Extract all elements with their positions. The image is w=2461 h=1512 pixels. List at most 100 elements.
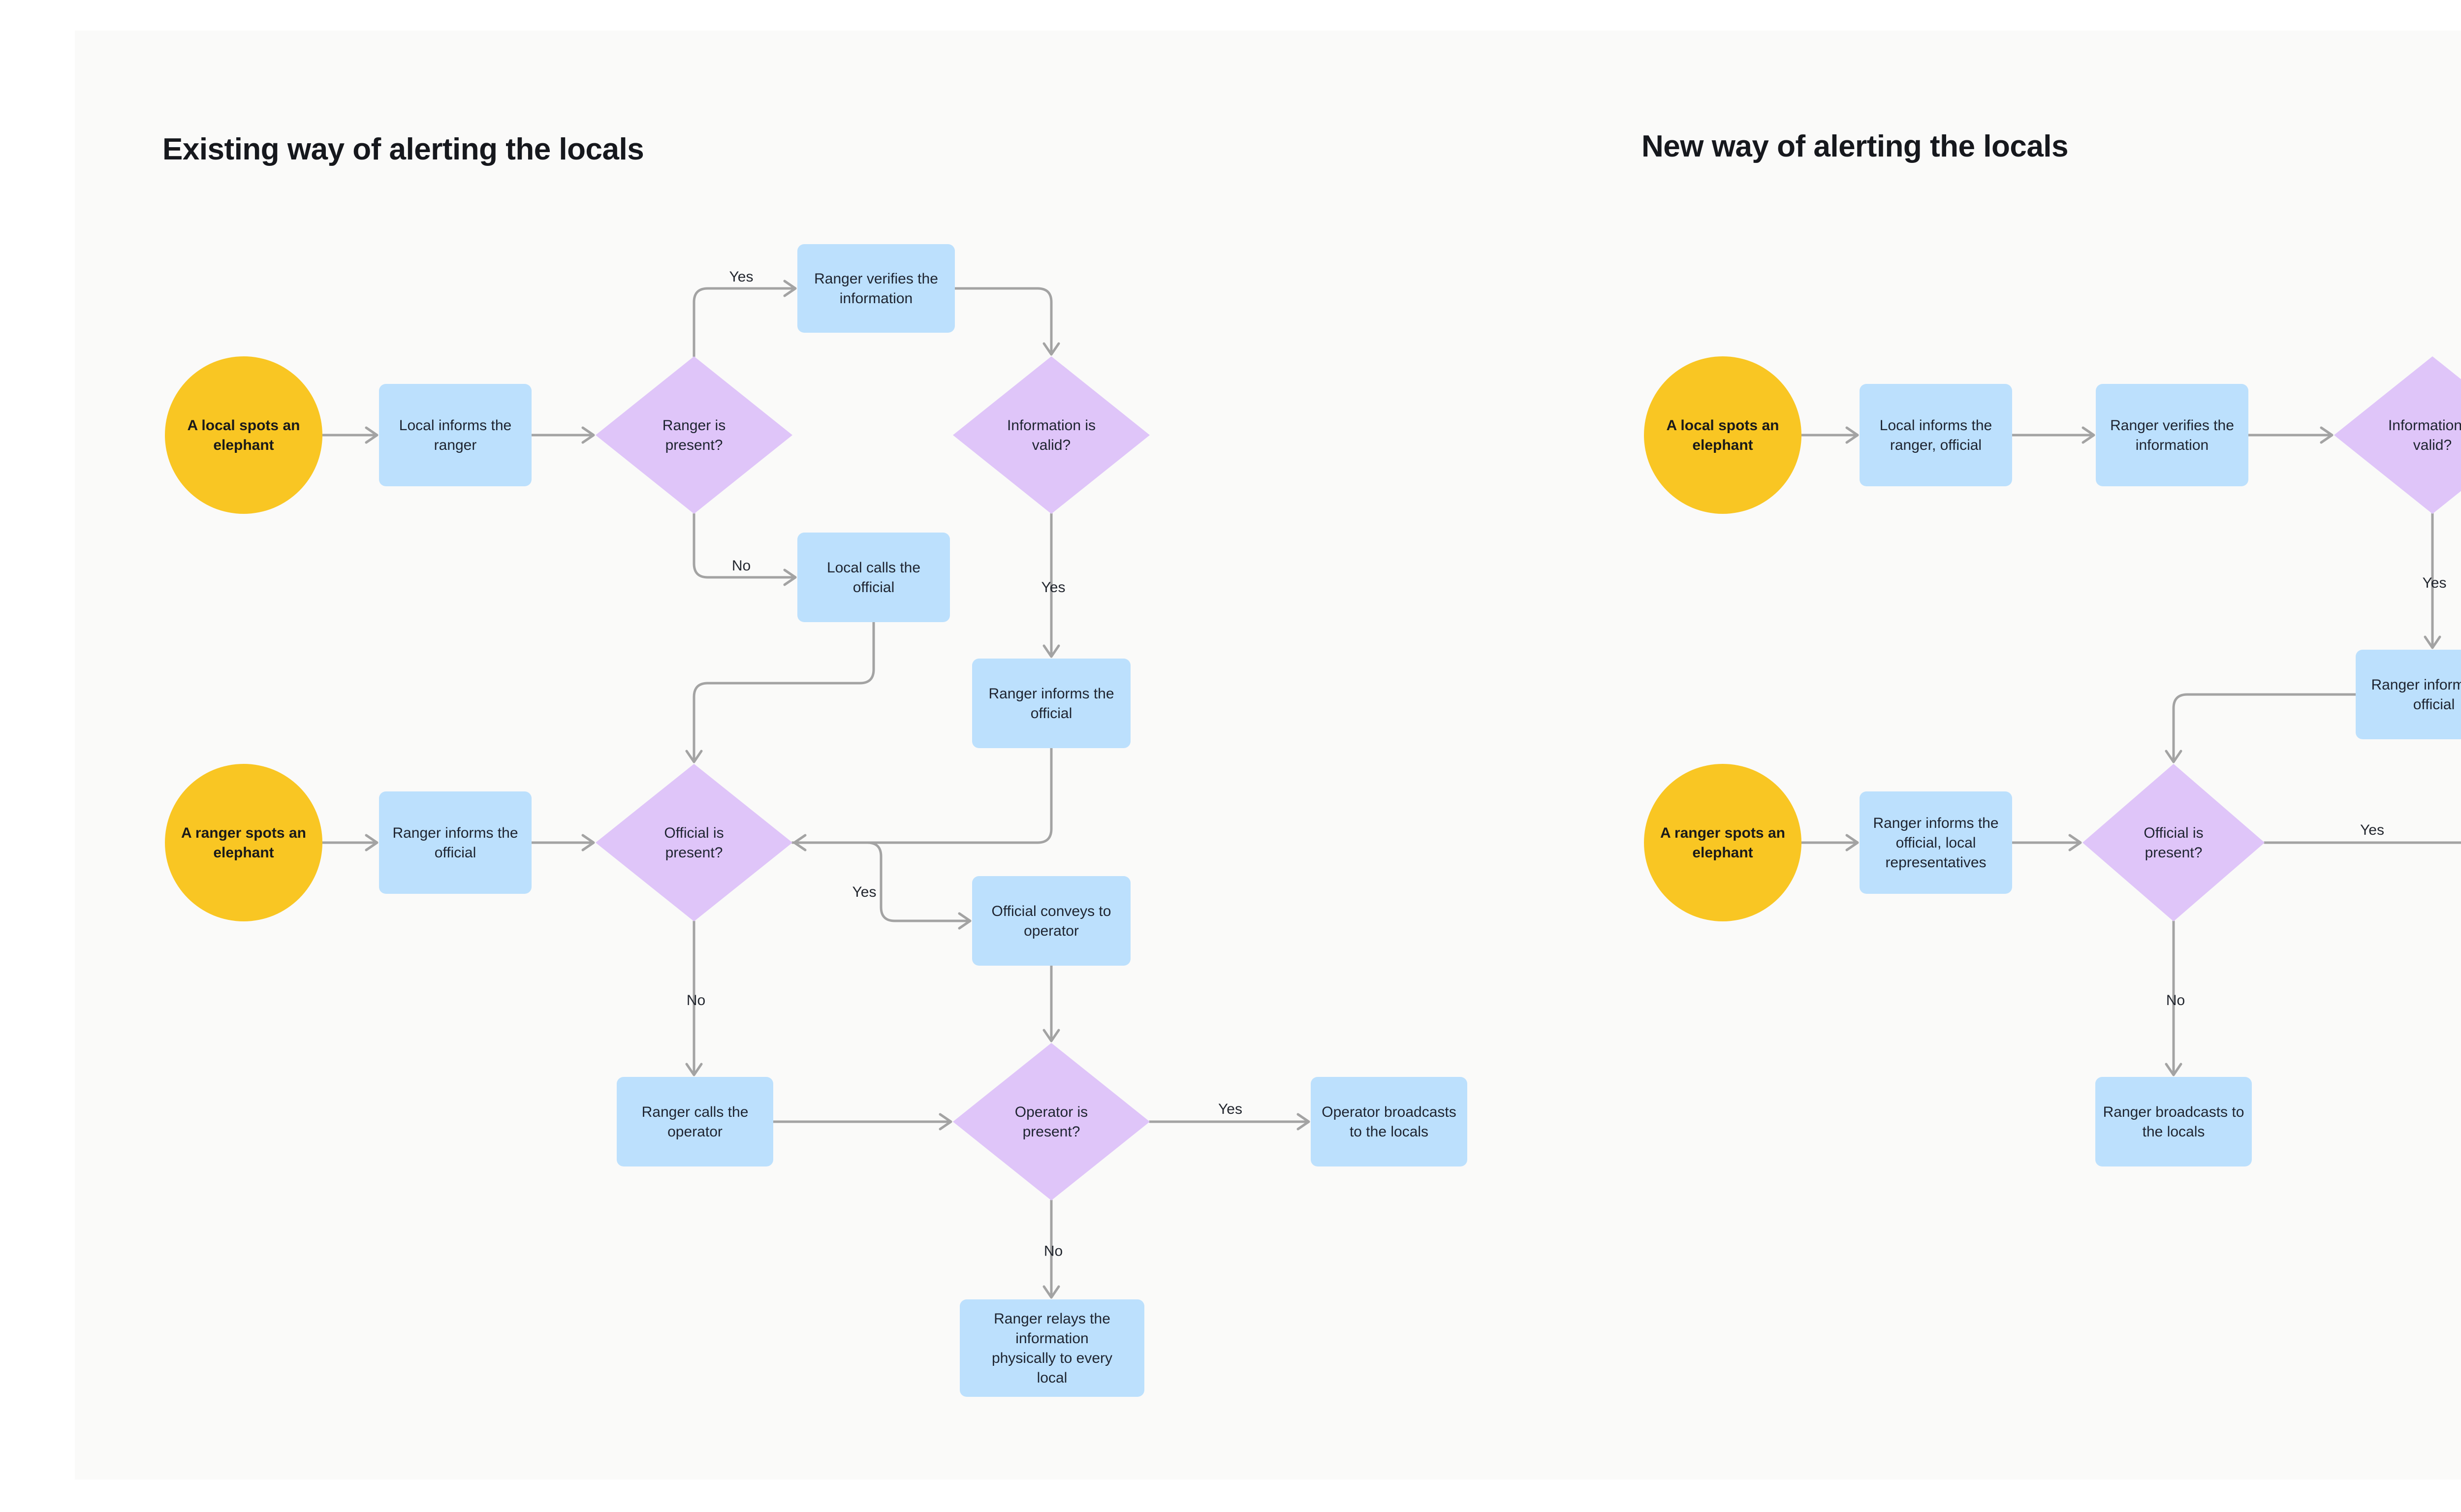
- flow-node-process[interactable]: Official conveys to operator: [972, 876, 1131, 966]
- flow-edge: Yes: [1148, 1101, 1310, 1131]
- flow-node-decision[interactable]: Operator is present?: [953, 1043, 1150, 1200]
- flow-node-decision[interactable]: Information is valid?: [953, 356, 1150, 514]
- node-label-line: Local informs the: [399, 417, 511, 434]
- flow-node-start[interactable]: A local spots an elephant: [165, 356, 322, 514]
- flow-node-start[interactable]: A ranger spots an elephant: [165, 764, 322, 921]
- node-label-line: Operator is: [1015, 1104, 1088, 1120]
- flow-node-process[interactable]: Local informs the ranger, official: [1860, 384, 2012, 486]
- node-label-line: Operator broadcasts: [1322, 1104, 1456, 1120]
- node-label-line: official: [435, 845, 476, 861]
- node-label-line: Ranger is: [663, 417, 726, 434]
- node-label-line: representatives: [1885, 854, 1986, 871]
- node-label-line: Official is: [2144, 825, 2203, 841]
- node-label-line: valid?: [1032, 437, 1071, 453]
- node-label-line: operator: [1024, 923, 1079, 939]
- node-label-line: operator: [667, 1124, 723, 1140]
- edge-label: Yes: [1041, 579, 1066, 596]
- flow-edge: Yes: [2423, 512, 2447, 649]
- node-label-line: ranger, official: [1890, 437, 1982, 453]
- flow-node-decision[interactable]: Ranger is present?: [596, 356, 792, 514]
- node-label-line: information: [2136, 437, 2209, 453]
- node-label-line: official: [2413, 696, 2455, 713]
- node-label-line: present?: [665, 845, 723, 861]
- flow-edge: [793, 747, 1053, 851]
- flow-edge: [953, 287, 1060, 356]
- node-label-line: elephant: [213, 845, 274, 861]
- flow-node-process[interactable]: Ranger verifies the information: [797, 244, 955, 333]
- node-label-line: to the locals: [1350, 1124, 1428, 1140]
- flow-node-process[interactable]: Local calls the official: [797, 533, 950, 622]
- node-label-line: A ranger spots an: [1660, 825, 1785, 841]
- node-label-line: present?: [2145, 845, 2203, 861]
- node-label-line: present?: [1023, 1124, 1080, 1140]
- flow-node-process[interactable]: Ranger relays the information physically t…: [960, 1299, 1144, 1397]
- node-label-line: Information is: [1007, 417, 1096, 434]
- flow-node-process[interactable]: Ranger informs the official: [2356, 650, 2461, 739]
- edge-label: Yes: [2360, 822, 2384, 838]
- flow-edge: [685, 621, 875, 763]
- node-label-line: Official is: [664, 825, 724, 841]
- flow-edge: No: [693, 512, 797, 586]
- diagram-canvas: [75, 31, 2461, 1480]
- flow-edge: [2165, 693, 2357, 763]
- flow-edge: No: [1042, 1199, 1063, 1299]
- flow-edge: Yes: [2263, 822, 2461, 844]
- node-label-line: physically to every: [992, 1350, 1112, 1366]
- flow-edge: [1042, 964, 1060, 1042]
- chart-title-new: New way of alerting the locals: [1641, 129, 2069, 163]
- flow-edge: [530, 426, 595, 444]
- nodes-layer: A local spots an elephant Local informs th…: [165, 244, 2461, 1397]
- node-label-line: Ranger relays the: [994, 1311, 1110, 1327]
- flow-edge: [1800, 834, 1859, 851]
- flow-edge: No: [685, 920, 705, 1076]
- node-label-line: Ranger informs the: [2371, 677, 2461, 693]
- flow-edge: [530, 834, 595, 851]
- edge-label: Yes: [852, 884, 877, 900]
- flow-node-process[interactable]: Ranger informs the official: [379, 791, 532, 894]
- edge-label: No: [732, 558, 751, 574]
- edge-label: Yes: [2423, 575, 2447, 591]
- node-label-line: Ranger informs the: [392, 825, 518, 841]
- node-label-line: Local calls the: [827, 560, 920, 576]
- node-label-line: elephant: [1692, 845, 1753, 861]
- flow-edge: [1800, 426, 1859, 444]
- flow-node-start[interactable]: A ranger spots an elephant: [1644, 764, 1801, 921]
- node-label-line: information: [840, 290, 913, 307]
- node-label-line: Local informs the: [1880, 417, 1992, 434]
- flow-edge: [772, 1113, 952, 1131]
- node-label-line: A ranger spots an: [181, 825, 306, 841]
- node-label-line: Ranger broadcasts to: [2103, 1104, 2244, 1120]
- flow-node-process[interactable]: Operator broadcasts to the locals: [1311, 1077, 1467, 1166]
- node-label-line: Ranger verifies the: [814, 271, 938, 287]
- flow-edge: Yes: [1041, 512, 1066, 658]
- edge-label: No: [1044, 1243, 1063, 1260]
- node-label-line: official: [853, 579, 895, 596]
- flow-node-decision[interactable]: Official is present?: [2082, 764, 2265, 921]
- node-label-line: elephant: [1692, 437, 1753, 453]
- node-label-line: Official conveys to: [992, 903, 1111, 919]
- flow-node-decision[interactable]: Official is present?: [596, 764, 792, 921]
- node-label-line: present?: [665, 437, 723, 453]
- flow-edge: [321, 834, 379, 851]
- flow-edge: [2247, 426, 2334, 444]
- node-label-line: local: [1037, 1370, 1068, 1386]
- node-label-line: Ranger informs the: [1873, 815, 1998, 831]
- node-label-line: official: [1031, 705, 1073, 722]
- flow-edge: [2011, 834, 2082, 851]
- node-label-line: information: [1015, 1330, 1088, 1347]
- flow-edge: No: [2165, 920, 2185, 1076]
- node-label-line: A local spots an: [188, 417, 300, 434]
- node-label-line: elephant: [213, 437, 274, 453]
- edge-label: No: [687, 992, 705, 1008]
- node-label-line: valid?: [2413, 437, 2452, 453]
